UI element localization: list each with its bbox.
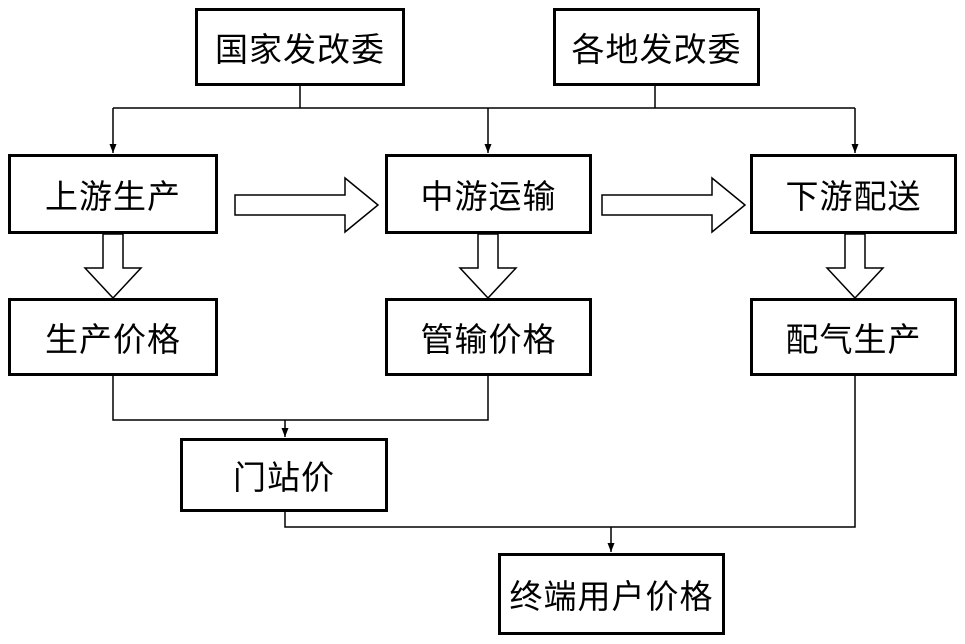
connector-gate-to-end	[284, 376, 856, 528]
node-gas-distribution: 配气生产	[750, 298, 957, 376]
node-ndrc: 国家发改委	[195, 8, 405, 86]
flow-arrow-up-to-mid	[234, 176, 380, 234]
flow-arrow-mid-to-down	[601, 176, 747, 234]
flow-arrow-down-to-distribution	[825, 233, 885, 300]
node-production-price: 生产价格	[8, 298, 218, 376]
node-downstream-distribution: 下游配送	[750, 154, 957, 234]
node-pipeline-price: 管输价格	[385, 298, 592, 376]
node-end-user-price: 终端用户价格	[498, 553, 725, 635]
node-city-gate-price: 门站价	[180, 438, 388, 512]
flow-arrow-mid-to-price	[458, 233, 518, 300]
flow-arrow-up-to-price	[83, 233, 143, 300]
node-local-drc: 各地发改委	[553, 8, 760, 86]
node-upstream-production: 上游生产	[8, 154, 218, 234]
node-midstream-transport: 中游运输	[385, 154, 592, 234]
connector-production-to-gate	[112, 376, 489, 421]
